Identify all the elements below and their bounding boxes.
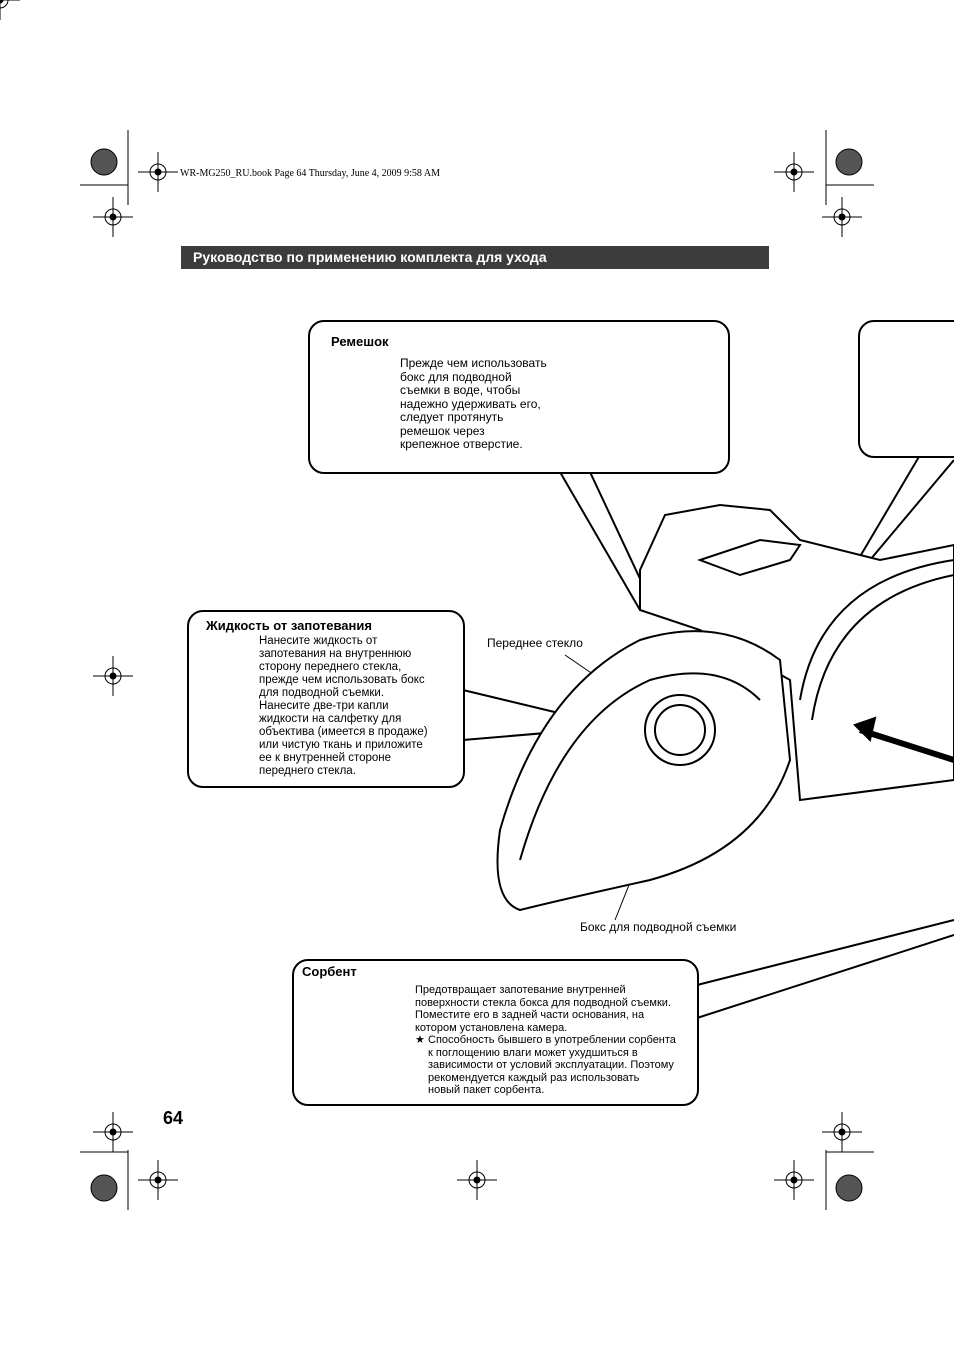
housing-drawing: [496, 503, 954, 912]
antifog-title: Жидкость от запотевания: [206, 618, 372, 633]
page-number: 64: [163, 1108, 184, 1128]
right-callout: [858, 320, 954, 458]
sorbent-title: Сорбент: [302, 964, 357, 979]
sorbent-note: Способность бывшего в употреблении сорбе…: [428, 1034, 676, 1097]
strap-title: Ремешок: [331, 334, 389, 349]
housing-label: Бокс для подводной съемки: [580, 920, 737, 934]
strap-callout: [308, 320, 730, 474]
antifog-callout: [187, 610, 465, 788]
registration-marks: [0, 0, 874, 1210]
file-header: WR-MG250_RU.book Page 64 Thursday, June …: [180, 168, 440, 179]
sorbent-note-mark: ★: [415, 1034, 425, 1046]
section-title-bar: Руководство по применению комплекта для …: [181, 246, 769, 269]
sorbent-callout: [292, 959, 699, 1106]
front-glass-label: Переднее стекло: [487, 636, 583, 650]
